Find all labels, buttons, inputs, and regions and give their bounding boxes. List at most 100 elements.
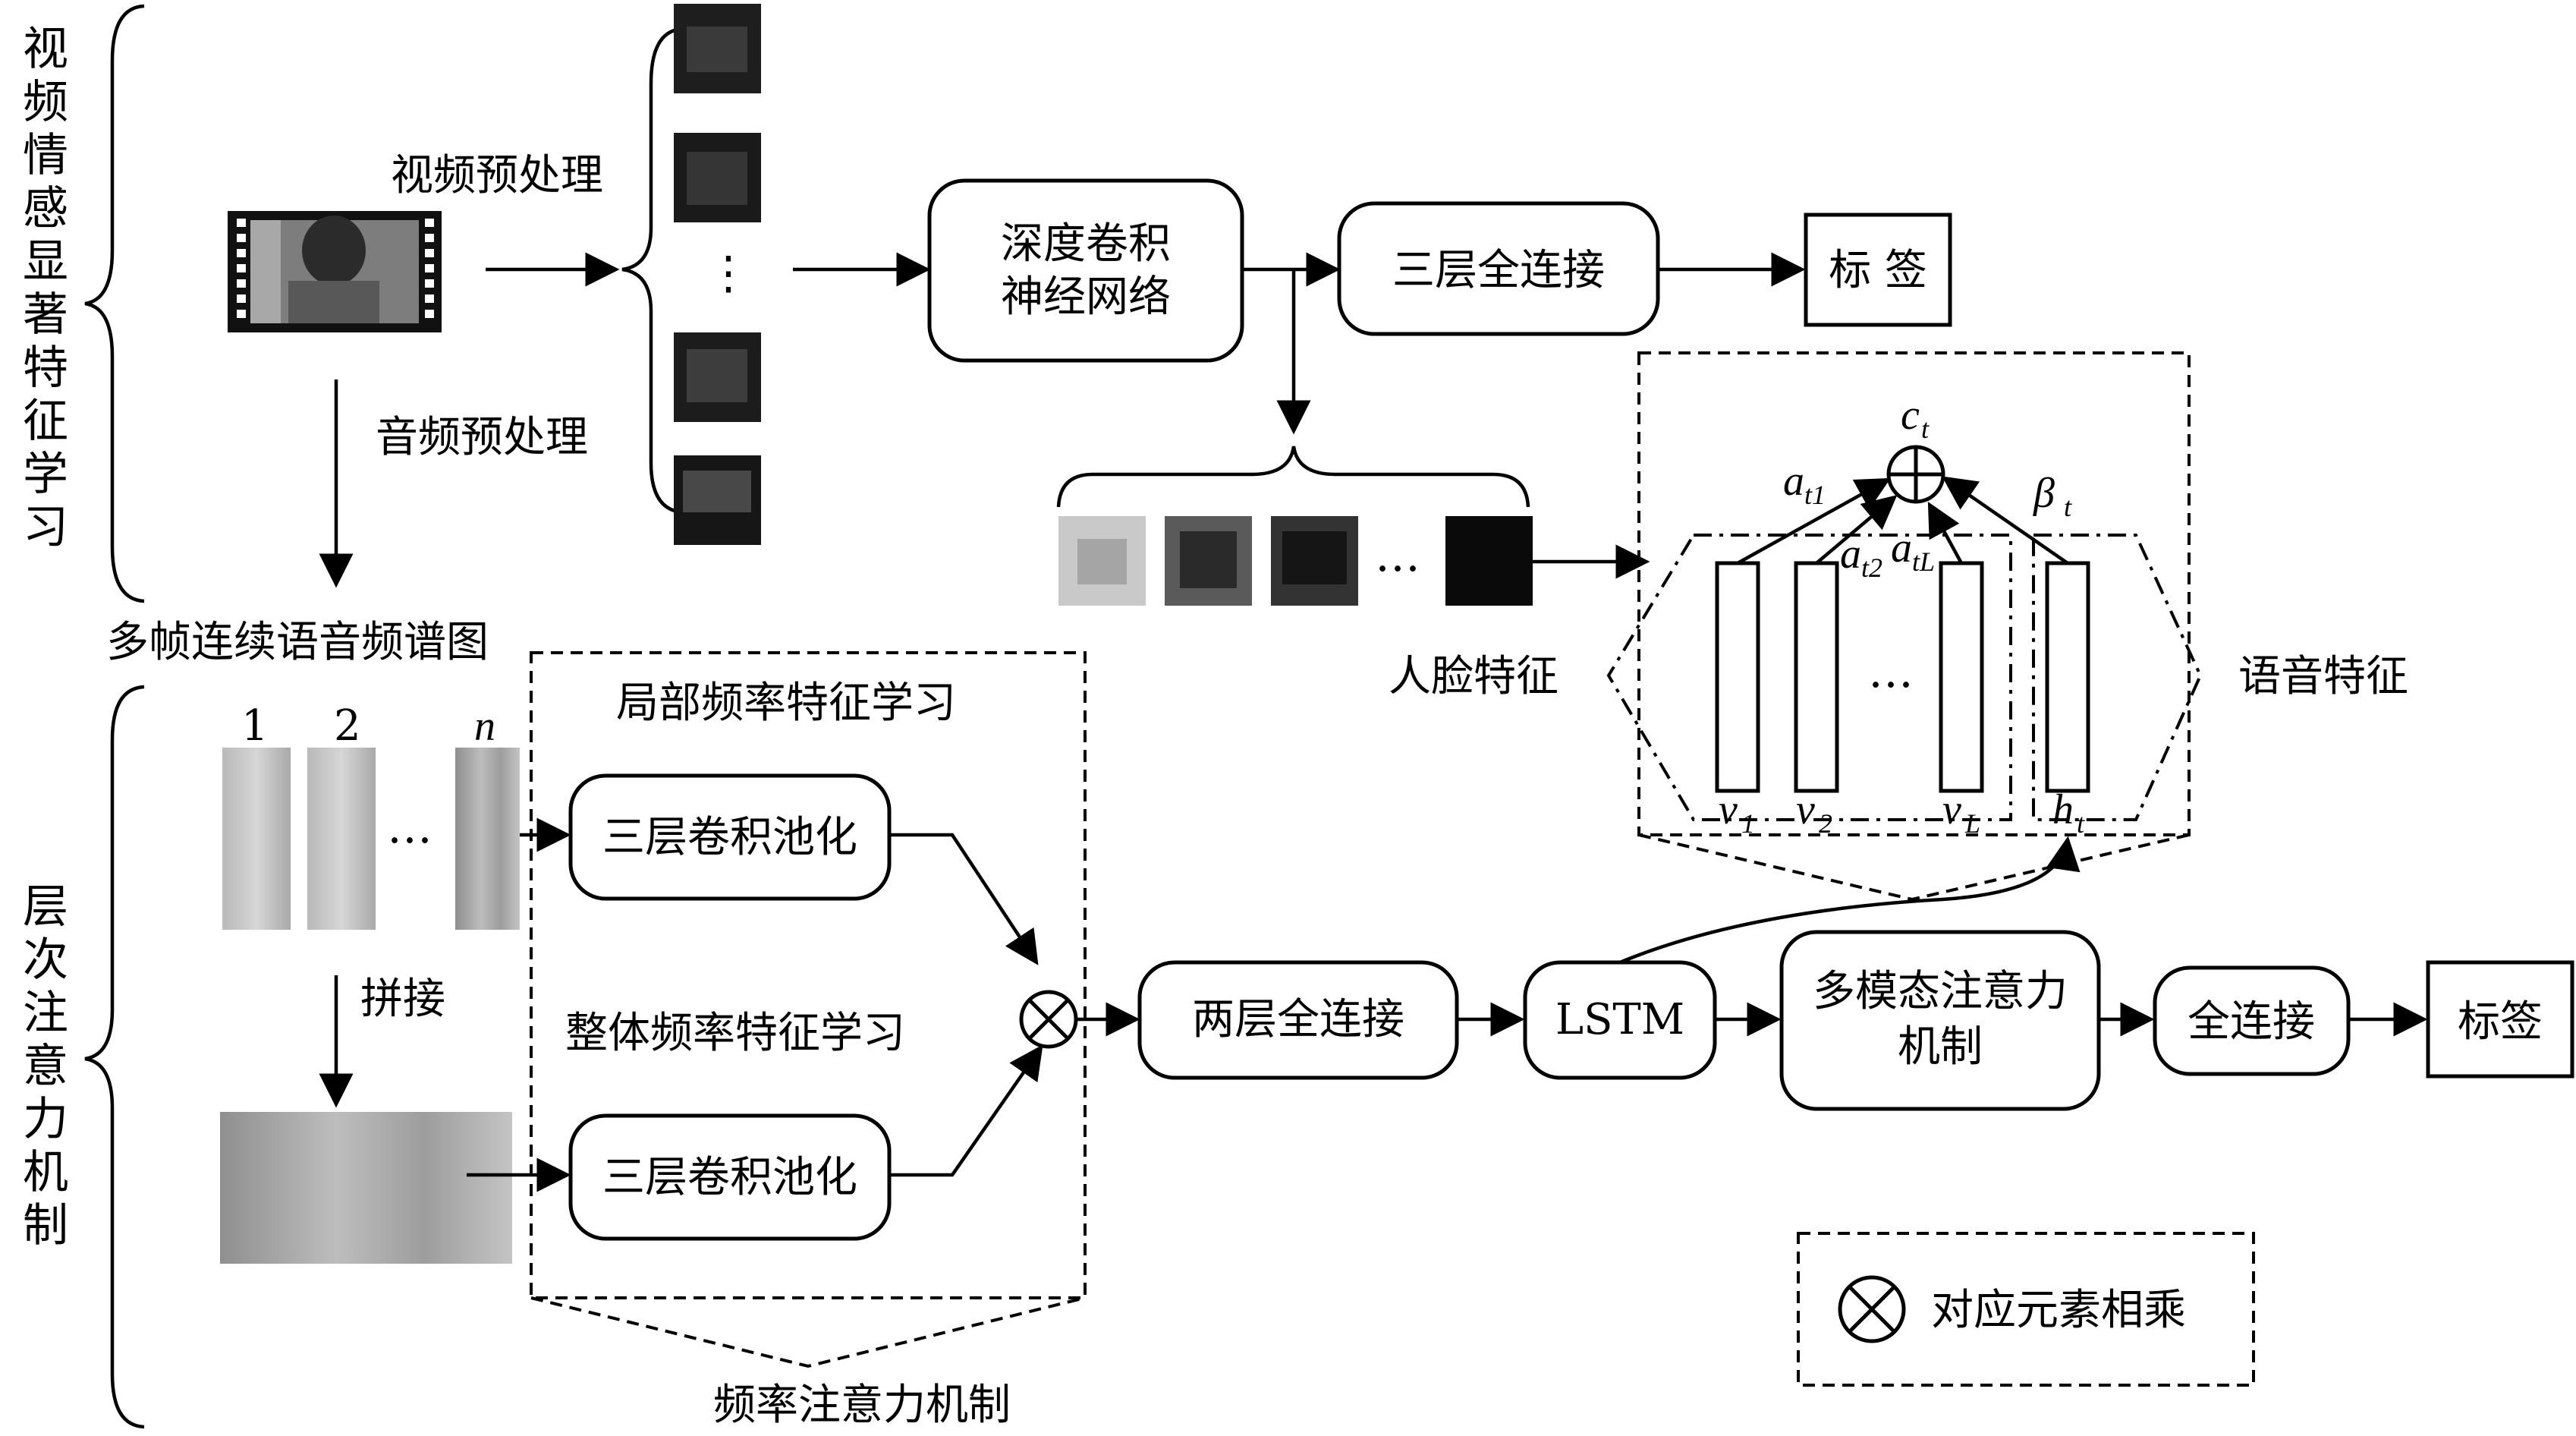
mm-att-label-line2: 机制	[1898, 1022, 1983, 1072]
film-hole	[425, 279, 434, 288]
spectrogram-n	[455, 748, 520, 930]
attention-bottom-chevron	[1638, 833, 2190, 902]
a-t1-label: a t1	[1783, 458, 1826, 510]
legend-multiply-icon	[1838, 1275, 1906, 1343]
arrow-conv1-to-mult	[889, 833, 1039, 965]
svg-text:t: t	[2064, 492, 2072, 522]
fc2-box[interactable]: 两层全连接	[1137, 960, 1459, 1080]
conv-pool-2-label: 三层卷积池化	[602, 1153, 857, 1202]
ht-bar	[2045, 561, 2090, 793]
sum-operator	[1886, 445, 1945, 504]
label-bottom-text: 标签	[2458, 997, 2543, 1047]
multiply-operator	[1019, 990, 1078, 1049]
multi-frame-label: 多帧连续语音频谱图	[106, 618, 489, 667]
film-hole	[425, 294, 434, 303]
conv-pool-box-2[interactable]: 三层卷积池化	[568, 1113, 892, 1241]
legend-label: 对应元素相乘	[1931, 1286, 2186, 1335]
film-hole	[237, 264, 246, 272]
frames-vdots: ⋮	[706, 247, 751, 300]
label-top-box[interactable]: 标 签	[1804, 213, 1952, 327]
film-hole	[425, 234, 434, 242]
v2-bar	[1794, 561, 1839, 793]
side-label-top-text: 视频情感显著特征学习	[23, 23, 68, 554]
svg-text:h: h	[2052, 786, 2074, 833]
arrow-ht-to-sum	[1942, 476, 2069, 565]
fc3-box[interactable]: 三层全连接	[1337, 201, 1660, 336]
face-feature-maps	[1058, 516, 1533, 606]
side-label-bottom-text: 层次注意力机制	[23, 880, 68, 1252]
label-bottom-box[interactable]: 标签	[2426, 960, 2574, 1079]
fc3-label: 三层全连接	[1392, 246, 1605, 295]
svg-text:a: a	[1891, 524, 1912, 572]
top-brace	[84, 4, 145, 603]
spectrogram-dots: …	[387, 801, 432, 854]
svg-text:c: c	[1901, 392, 1920, 439]
legend-box	[1797, 1232, 2255, 1387]
dcnn-label-line2: 神经网络	[1001, 272, 1171, 322]
film-hole	[425, 249, 434, 257]
face-feature-label: 人脸特征	[1389, 652, 1558, 701]
attention-dashed-box	[1637, 351, 2191, 836]
film-hole	[237, 294, 246, 303]
film-hole	[425, 264, 434, 272]
multimodal-attention-box[interactable]: 多模态注意力 机制	[1779, 930, 2101, 1111]
dcnn-box[interactable]: 深度卷积 神经网络	[927, 178, 1244, 363]
video-film-strip	[228, 211, 442, 332]
svg-text:L: L	[1964, 808, 1980, 839]
film-hole	[237, 234, 246, 242]
speech-feature-label: 语音特征	[2238, 652, 2408, 701]
fc-box[interactable]: 全连接	[2153, 965, 2351, 1076]
fc2-label: 两层全连接	[1192, 995, 1404, 1044]
spectrogram-1	[222, 748, 291, 930]
face-feature-dots: …	[1375, 529, 1420, 582]
svg-text:t2: t2	[1861, 553, 1882, 583]
face-frames	[674, 4, 761, 545]
arrow-v2-to-sum	[1815, 495, 1898, 565]
arrow-conv2-to-mult	[889, 1044, 1043, 1177]
video-preprocess-label: 视频预处理	[391, 151, 603, 200]
vL-bar	[1939, 561, 1984, 793]
bottom-brace	[84, 685, 145, 1429]
ct-label: c t	[1901, 392, 1930, 444]
lstm-label: LSTM	[1555, 995, 1684, 1044]
top-side-label: 视频情感显著特征学习	[23, 23, 68, 554]
a-t2-label: a t2	[1840, 531, 1882, 583]
a-tL-label: a tL	[1891, 524, 1935, 577]
film-hole	[425, 310, 434, 318]
frequency-attention-chevron	[530, 1296, 1086, 1368]
svg-text:t: t	[1921, 414, 1930, 444]
v1-label: v 1	[1719, 786, 1755, 839]
spec-index-2: 2	[334, 701, 361, 751]
frames-brace	[621, 27, 684, 515]
spectrogram-2	[307, 748, 376, 930]
film-hole	[237, 310, 246, 318]
conv-pool-1-label: 三层卷积池化	[602, 813, 857, 862]
svg-text:2: 2	[1819, 808, 1832, 839]
lstm-box[interactable]: LSTM	[1523, 960, 1717, 1080]
film-hole	[237, 219, 246, 227]
v-dots: …	[1868, 645, 1914, 698]
frequency-attention-box	[530, 651, 1087, 1299]
local-freq-label: 局部频率特征学习	[616, 679, 956, 728]
splice-label: 拼接	[360, 975, 445, 1024]
film-hole	[237, 279, 246, 288]
conv-pool-box-1[interactable]: 三层卷积池化	[568, 773, 892, 901]
v1-bar	[1715, 561, 1760, 793]
fc-label: 全连接	[2188, 997, 2315, 1047]
vL-label: v L	[1942, 786, 1980, 839]
svg-text:β: β	[2033, 470, 2055, 517]
svg-text:1: 1	[1741, 808, 1755, 839]
label-top-text: 标 签	[1829, 246, 1927, 295]
spec-index-n: n	[474, 703, 495, 750]
arrow-vL-to-sum	[1927, 502, 1963, 565]
beta-t-label: β t	[2033, 470, 2072, 522]
spec-index-1: 1	[241, 701, 269, 751]
mm-att-label-line1: 多模态注意力	[1813, 967, 2068, 1016]
svg-text:v: v	[1942, 786, 1961, 833]
ht-label: h t	[2052, 786, 2085, 839]
arrow-v1-to-sum	[1736, 477, 1891, 565]
svg-text:t: t	[2077, 808, 2085, 839]
audio-preprocess-label: 音频预处理	[376, 413, 588, 462]
